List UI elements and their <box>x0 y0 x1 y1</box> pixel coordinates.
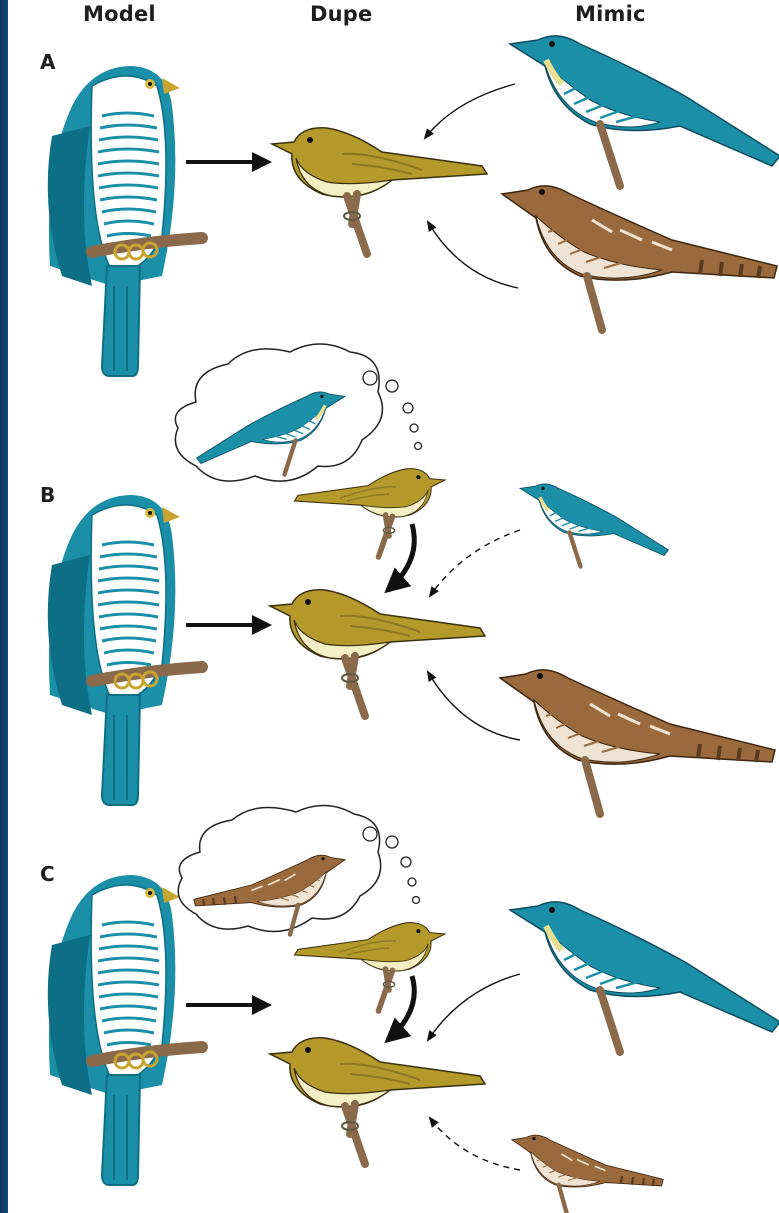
row-a <box>48 36 779 376</box>
mimic-blue-cuckoo-a <box>510 36 779 186</box>
dupe-warbler-c <box>270 1038 485 1164</box>
dupe-warbler-a <box>272 128 487 254</box>
learning-arrow-c <box>388 976 414 1040</box>
mimic-arrow-a-1 <box>425 84 515 138</box>
model-hawk-b <box>48 495 202 805</box>
dupe-warbler-b <box>270 590 485 716</box>
dupe-warbler-small-c <box>295 923 446 1011</box>
mimic-arrow-a-2 <box>428 222 518 288</box>
mimic-brown-cuckoo-a <box>502 186 777 330</box>
mimic-blue-cuckoo-b <box>520 484 669 567</box>
row-c <box>48 805 779 1213</box>
mimic-brown-cuckoo-c <box>512 1135 663 1213</box>
mimic-arrow-c-1 <box>428 974 520 1040</box>
dupe-warbler-small-b <box>295 469 446 557</box>
mimic-arrow-c-2 <box>430 1118 520 1170</box>
thought-cloud-b <box>175 344 421 481</box>
thought-cloud-c <box>178 805 419 934</box>
model-hawk-c <box>48 875 202 1185</box>
mimic-brown-cuckoo-b <box>500 670 775 814</box>
model-hawk-a <box>48 66 202 376</box>
mimic-arrow-b-1 <box>430 530 520 596</box>
row-b <box>48 344 775 814</box>
mimic-blue-cuckoo-c <box>510 902 779 1052</box>
learning-arrow-b <box>388 524 414 590</box>
